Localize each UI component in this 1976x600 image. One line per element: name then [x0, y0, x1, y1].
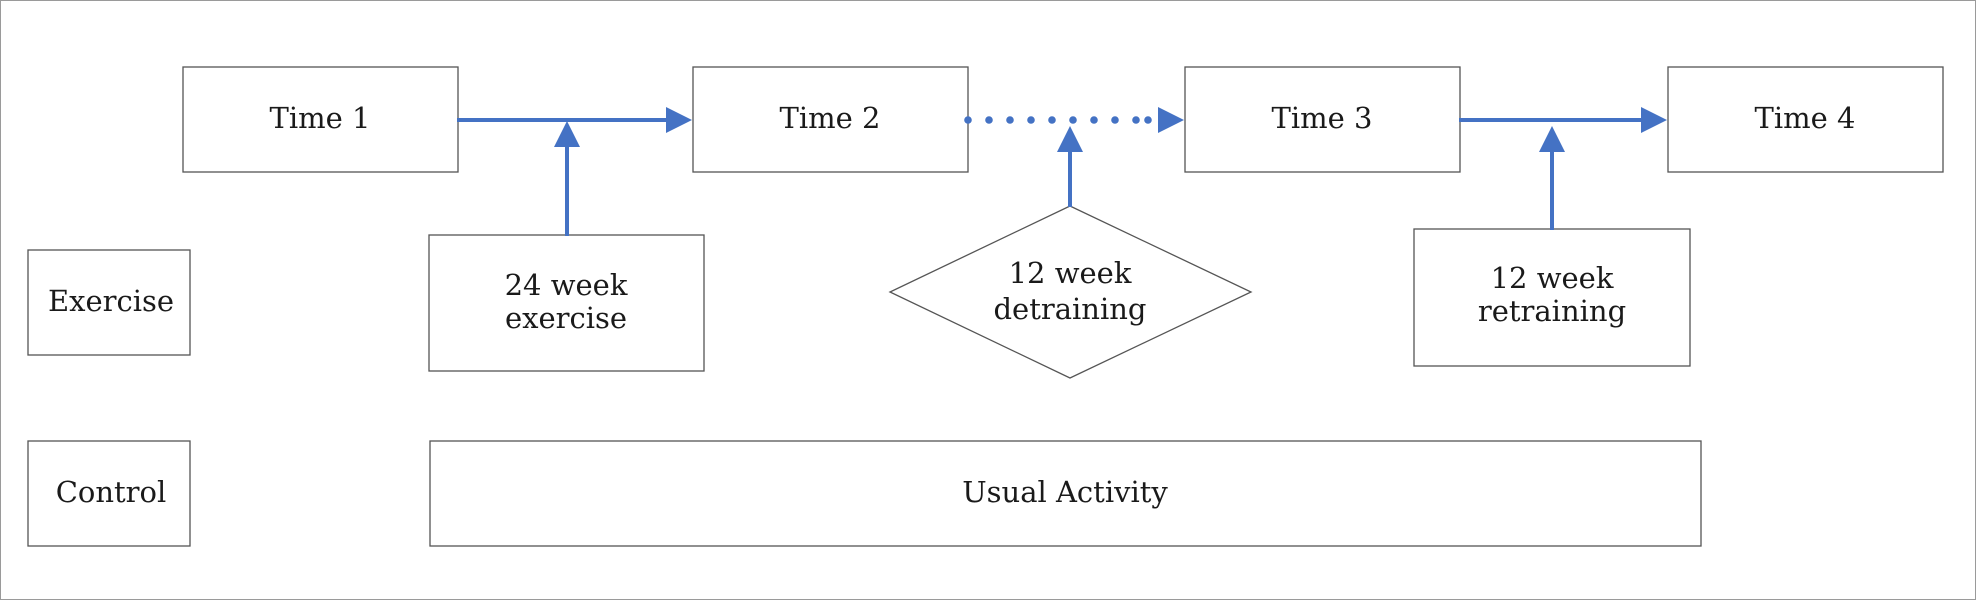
timepoint-box-4: Time 4: [1667, 66, 1944, 173]
usual-activity-label: Usual Activity: [962, 475, 1168, 509]
arrow-time1-to-time2: [457, 107, 692, 133]
retraining-12-week-box: 12 week retraining: [1413, 228, 1691, 367]
detraining-12-week-diamond: 12 week detraining: [888, 205, 1253, 379]
usual-activity-box: Usual Activity: [429, 440, 1702, 547]
retraining-12-line1: 12 week: [1491, 261, 1614, 295]
timepoint-label-3: Time 3: [1272, 101, 1373, 135]
timepoint-box-3: Time 3: [1184, 66, 1461, 173]
exercise-24-week-box: 24 week exercise: [428, 234, 705, 372]
detraining-12-line2: detraining: [993, 292, 1146, 326]
timepoint-label-1: Time 1: [270, 101, 371, 135]
timepoint-label-2: Time 2: [780, 101, 881, 135]
exercise-group-label: Exercise: [48, 284, 174, 318]
control-group-label: Control: [56, 475, 167, 509]
timepoint-box-2: Time 2: [692, 66, 969, 173]
arrow-time3-to-time4: [1459, 107, 1667, 133]
timepoint-box-1: Time 1: [182, 66, 459, 173]
arrow-exercise-up: [554, 121, 580, 236]
exercise-group-box: Exercise: [27, 249, 191, 356]
dotted-arrow-time2-to-time3: [964, 107, 1184, 133]
detraining-12-line1: 12 week: [1009, 256, 1132, 290]
arrow-retraining-up: [1539, 126, 1565, 230]
exercise-24-line2: exercise: [505, 301, 627, 335]
exercise-24-line1: 24 week: [505, 268, 628, 302]
control-group-box: Control: [27, 440, 191, 547]
retraining-12-line2: retraining: [1478, 294, 1626, 328]
arrow-detraining-up: [1057, 126, 1083, 207]
timepoint-label-4: Time 4: [1755, 101, 1856, 135]
